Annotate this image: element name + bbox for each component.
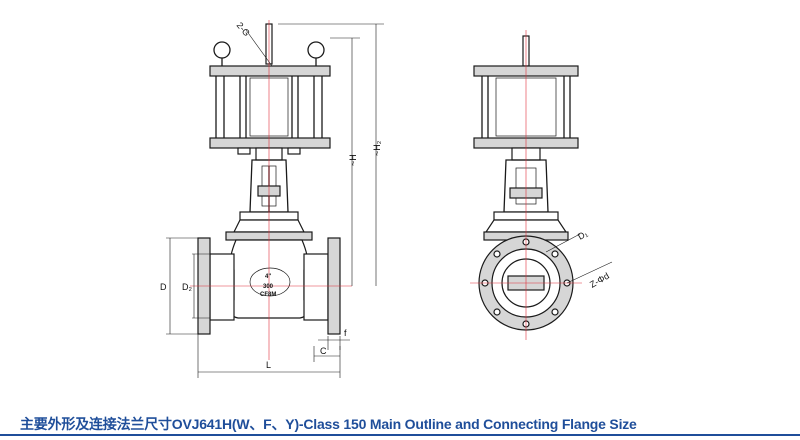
right-neck bbox=[303, 253, 329, 321]
body-mark-rating: 300 bbox=[263, 284, 274, 290]
label-d: D bbox=[160, 282, 167, 292]
label-2-g: 2-G bbox=[235, 20, 252, 38]
label-h2: ~H₂ bbox=[372, 140, 382, 156]
body-mark-material: CF8M bbox=[260, 292, 276, 298]
label-f: f bbox=[344, 328, 347, 338]
body-mark-size: 4" bbox=[265, 274, 271, 280]
figure-caption: 主要外形及连接法兰尺寸OVJ641H(W、F、Y)-Class 150 Main… bbox=[20, 416, 637, 432]
label-d2: D₂ bbox=[182, 282, 192, 292]
left-lifting-eye bbox=[213, 41, 231, 59]
top-plate bbox=[209, 65, 331, 77]
valve-outline-drawing: 4" 300 CF8M 2-G ~H ~H₂ D D₂ f C bbox=[160, 20, 613, 378]
label-z-d: Z-Φd bbox=[588, 271, 611, 290]
bottom-plate bbox=[209, 137, 331, 149]
label-d1: D₁ bbox=[576, 228, 589, 241]
label-l: L bbox=[266, 360, 271, 370]
front-view: 4" 300 CF8M bbox=[190, 20, 352, 360]
label-h: ~H bbox=[348, 154, 358, 166]
side-view bbox=[470, 30, 582, 340]
label-c: C bbox=[320, 346, 327, 356]
left-neck bbox=[209, 253, 235, 321]
caption-underline bbox=[0, 434, 800, 436]
right-lifting-eye bbox=[307, 41, 325, 59]
